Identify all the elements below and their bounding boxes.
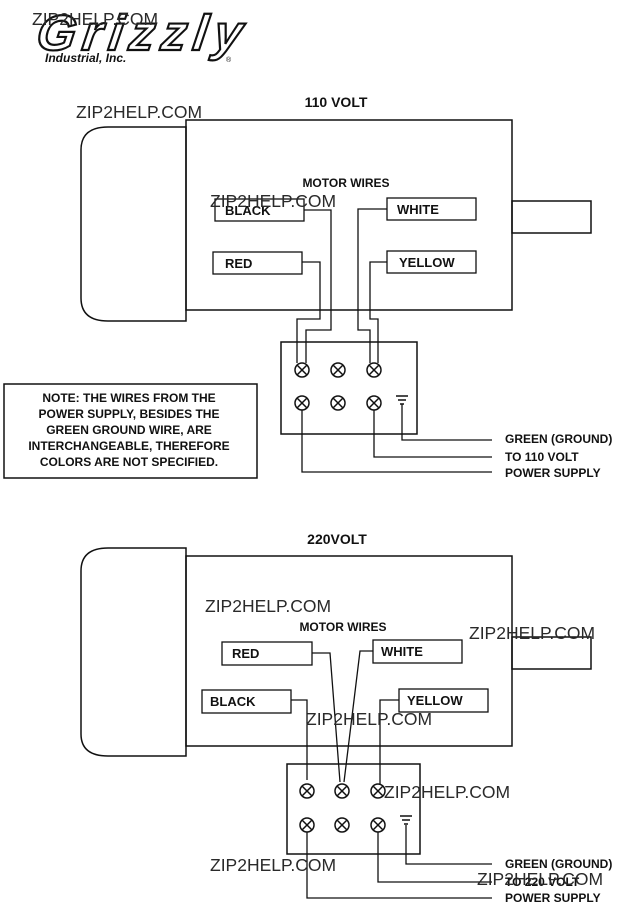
motor-wires-label-110: MOTOR WIRES	[302, 176, 389, 190]
motor-shaft	[511, 200, 592, 234]
watermark-text: ZIP2HELP.COM	[210, 191, 336, 211]
supply-voltage-220: TO 220 VOLT	[505, 875, 580, 889]
supply-voltage-110: TO 110 VOLT	[505, 450, 579, 464]
wire-label-white-110: WHITE	[397, 202, 439, 217]
supply-ground-110: GREEN (GROUND)	[505, 432, 612, 446]
supply-wires-110	[301, 404, 492, 473]
watermark-text: ZIP2HELP.COM	[469, 623, 595, 643]
terminal-block-220	[286, 763, 421, 855]
note-line: COLORS ARE NOT SPECIFIED.	[40, 455, 218, 469]
ground-icon	[399, 815, 413, 825]
supply-wires-220	[306, 825, 492, 899]
watermark-text: ZIP2HELP.COM	[306, 709, 432, 729]
note-line: GREEN GROUND WIRE, ARE	[46, 423, 212, 437]
watermark-text: ZIP2HELP.COM	[76, 102, 202, 122]
watermark-text: ZIP2HELP.COM	[384, 782, 510, 802]
note-box: NOTE: THE WIRES FROM THE POWER SUPPLY, B…	[3, 383, 258, 479]
wire-label-yellow-220: YELLOW	[407, 693, 463, 708]
diagram-220-title: 220VOLT	[307, 531, 367, 547]
watermark-text: ZIP2HELP.COM	[210, 855, 336, 875]
motor-wires-110	[296, 208, 387, 363]
wire-label-black-110: BLACK	[225, 203, 271, 218]
svg-text:®: ®	[226, 56, 232, 64]
motor-wires-220	[291, 650, 399, 784]
ground-icon	[395, 395, 409, 405]
wire-label-yellow-110: YELLOW	[399, 255, 455, 270]
watermarks: ZIP2HELP.COM ZIP2HELP.COM ZIP2HELP.COM Z…	[32, 9, 603, 889]
wire-label-white-220: WHITE	[381, 644, 423, 659]
diagram-110-volt: 110 VOLT MOTOR WIRES BLACK WHITE RED YEL…	[80, 94, 612, 480]
diagram-110-title: 110 VOLT	[305, 94, 368, 110]
note-line: INTERCHANGEABLE, THEREFORE	[28, 439, 229, 453]
motor-shaft	[511, 636, 592, 670]
note-line: NOTE: THE WIRES FROM THE	[42, 391, 215, 405]
supply-power-110: POWER SUPPLY	[505, 466, 601, 480]
watermark-text: ZIP2HELP.COM	[205, 596, 331, 616]
diagram-220-volt: 220VOLT MOTOR WIRES RED WHITE BLACK YELL…	[80, 531, 612, 905]
supply-ground-220: GREEN (GROUND)	[505, 857, 612, 871]
wire-box-red-110	[212, 251, 303, 275]
wire-box-black-220	[201, 689, 292, 714]
motor-110	[80, 119, 592, 322]
watermark-text: ZIP2HELP.COM	[477, 869, 603, 889]
supply-power-220: POWER SUPPLY	[505, 891, 601, 905]
terminal-block-110	[280, 341, 418, 435]
wire-label-red-220: RED	[232, 646, 259, 661]
motor-wires-label-220: MOTOR WIRES	[299, 620, 386, 634]
watermark-text: ZIP2HELP.COM	[32, 9, 158, 29]
wire-label-black-220: BLACK	[210, 694, 256, 709]
wire-label-red-110: RED	[225, 256, 252, 271]
note-line: POWER SUPPLY, BESIDES THE	[39, 407, 220, 421]
logo-subtitle: Industrial, Inc.	[45, 51, 126, 65]
